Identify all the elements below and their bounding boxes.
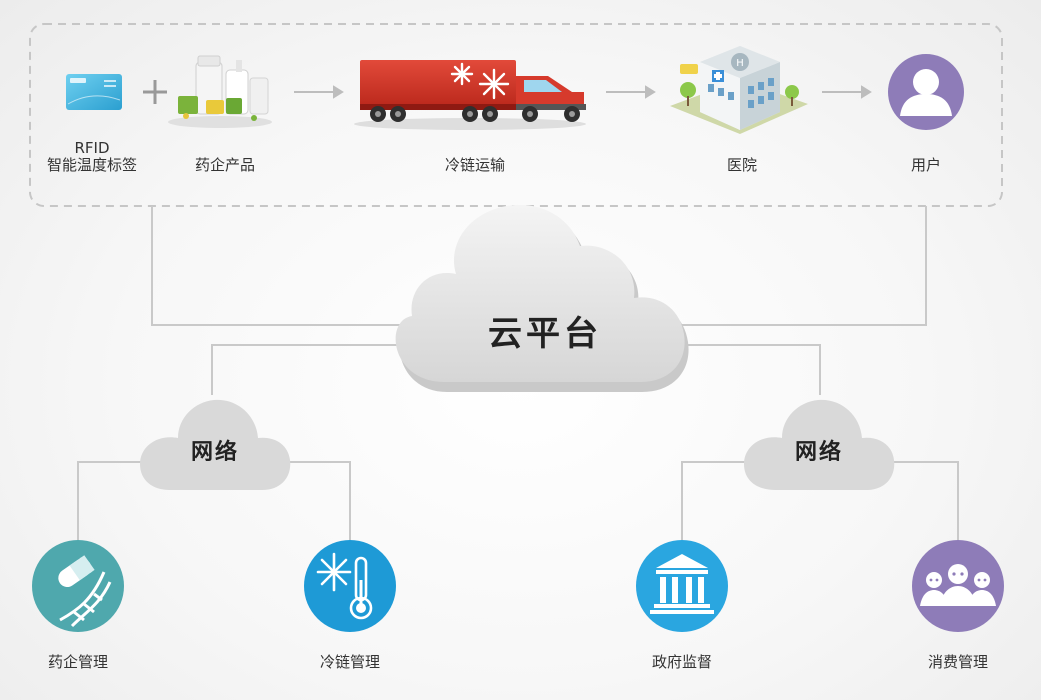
network-cloud-right-shape	[744, 399, 895, 490]
cloud-platform-shape	[395, 204, 689, 392]
network-left-label: 网络	[190, 440, 239, 465]
svg-text:H: H	[736, 58, 744, 69]
consumer-mgmt-icon	[912, 540, 1004, 632]
plus-icon	[143, 80, 167, 104]
pharma-products-label: 药企产品	[194, 156, 255, 174]
pharma-mgmt-label: 药企管理	[47, 653, 108, 671]
cold-chain-mgmt-label: 冷链管理	[319, 653, 380, 671]
hospital-label: 医院	[726, 156, 757, 174]
consumer-mgmt-label: 消费管理	[927, 653, 988, 671]
cloud-platform-label: 云平台	[488, 314, 602, 354]
gov-supervision-label: 政府监督	[651, 653, 712, 671]
flow-arrows	[294, 85, 872, 99]
cold-chain-truck-icon	[354, 60, 586, 130]
rfid-label: RFID 智能温度标签	[46, 140, 138, 174]
connector-lines	[77, 206, 959, 540]
cold-chain-transport-label: 冷链运输	[444, 156, 505, 174]
rfid-label-line2: 智能温度标签	[46, 156, 137, 174]
network-right-label: 网络	[794, 440, 843, 465]
network-cloud-left-shape	[140, 399, 291, 490]
supply-chain-panel	[29, 23, 1003, 207]
rfid-card-icon	[66, 74, 122, 110]
pharma-products-icon	[168, 55, 272, 128]
gov-supervision-icon	[636, 540, 728, 632]
hospital-icon: H	[670, 46, 808, 134]
pharma-mgmt-icon	[32, 540, 124, 632]
cold-chain-mgmt-icon	[304, 540, 396, 632]
user-avatar-icon	[888, 54, 964, 130]
user-label: 用户	[910, 156, 941, 174]
rfid-label-line1: RFID	[74, 139, 110, 157]
